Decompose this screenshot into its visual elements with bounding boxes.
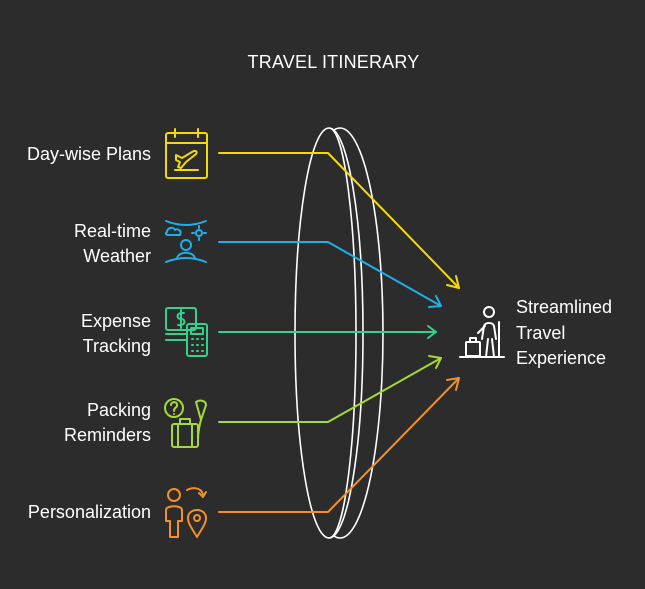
input-label-packing-reminders: Packing Reminders (63, 400, 151, 445)
connector-expense-tracking (218, 325, 437, 339)
money-calculator-icon (165, 307, 208, 357)
diagram-title: TRAVEL ITINERARY (247, 52, 420, 72)
input-label-day-wise-plans: Day-wise Plans (26, 144, 151, 164)
weather-person-icon (164, 220, 207, 263)
connector-personalization (218, 377, 460, 513)
input-label-personalization: Personalization (27, 502, 151, 522)
connector-real-time-weather (218, 241, 442, 308)
traveler-icon (459, 306, 505, 358)
person-location-icon (165, 487, 207, 538)
connector-day-wise-plans (218, 152, 460, 289)
luggage-question-icon (164, 398, 207, 448)
input-label-expense-tracking: Expense Tracking (80, 311, 151, 356)
connector-packing-reminders (218, 355, 442, 423)
input-label-real-time-weather: Real-time Weather (73, 221, 151, 266)
calendar-plane-icon (165, 128, 208, 179)
outcome-label: Streamlined Travel Experience (516, 297, 613, 368)
